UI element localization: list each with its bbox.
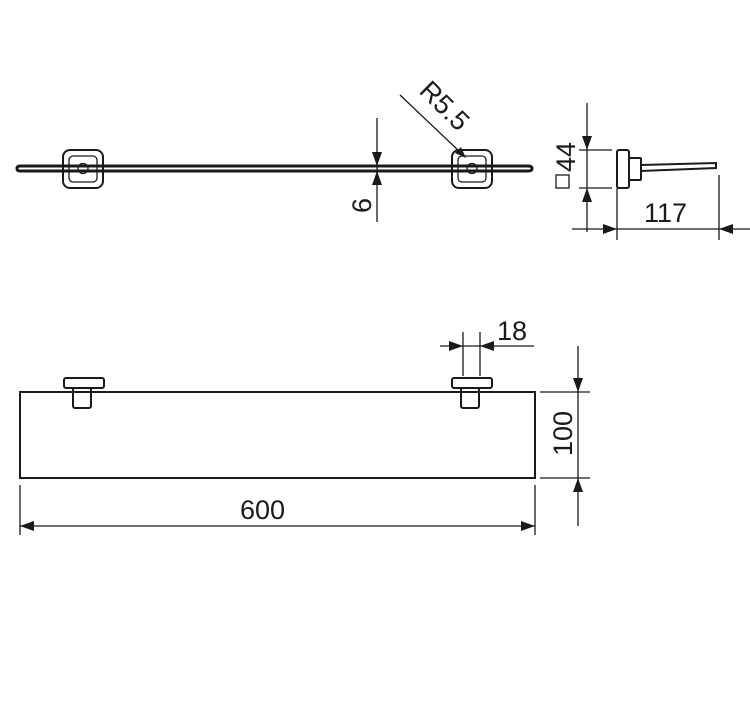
square-symbol-icon — [555, 174, 570, 189]
top-right-bracket-inner — [457, 155, 487, 183]
thickness-arrow-bottom — [372, 171, 382, 185]
front-view: 18 100 600 — [19, 316, 590, 535]
depth-arrow-left — [603, 224, 617, 234]
length-label: 600 — [240, 495, 285, 525]
radius-label: R5.5 — [414, 75, 476, 137]
top-left-bracket-hole — [77, 162, 89, 175]
top-left-bracket — [62, 149, 104, 189]
side-view: 44 117 — [551, 103, 750, 240]
front-right-bracket — [451, 377, 493, 409]
thickness-arrow-top — [372, 152, 382, 166]
front-glass-panel — [19, 391, 536, 479]
top-right-bracket — [451, 149, 493, 189]
bracket-arrow-left — [449, 341, 463, 351]
bracket-arrow-right — [480, 341, 494, 351]
depth-arrow-right — [719, 224, 733, 234]
mount-label: 44 — [551, 142, 581, 172]
height-arrow-bottom — [573, 478, 583, 492]
length-arrow-left — [20, 521, 34, 531]
radius-leader-arrow — [455, 147, 466, 158]
top-view: R5.5 6 — [15, 75, 534, 222]
front-left-bracket — [63, 377, 105, 409]
side-bracket-body — [628, 157, 642, 181]
height-label: 100 — [548, 411, 578, 456]
thickness-label: 6 — [347, 198, 377, 213]
side-glass — [640, 161, 717, 173]
mount-arrow-bottom — [582, 188, 592, 202]
radius-leader-line — [399, 94, 461, 153]
mount-arrow-top — [582, 136, 592, 150]
bracket-label: 18 — [497, 316, 527, 346]
top-left-bracket-inner — [68, 155, 98, 183]
depth-label: 117 — [644, 198, 687, 228]
side-wall-plate — [616, 149, 630, 189]
top-right-bracket-hole — [466, 162, 478, 175]
height-arrow-top — [573, 378, 583, 392]
length-arrow-right — [521, 521, 535, 531]
